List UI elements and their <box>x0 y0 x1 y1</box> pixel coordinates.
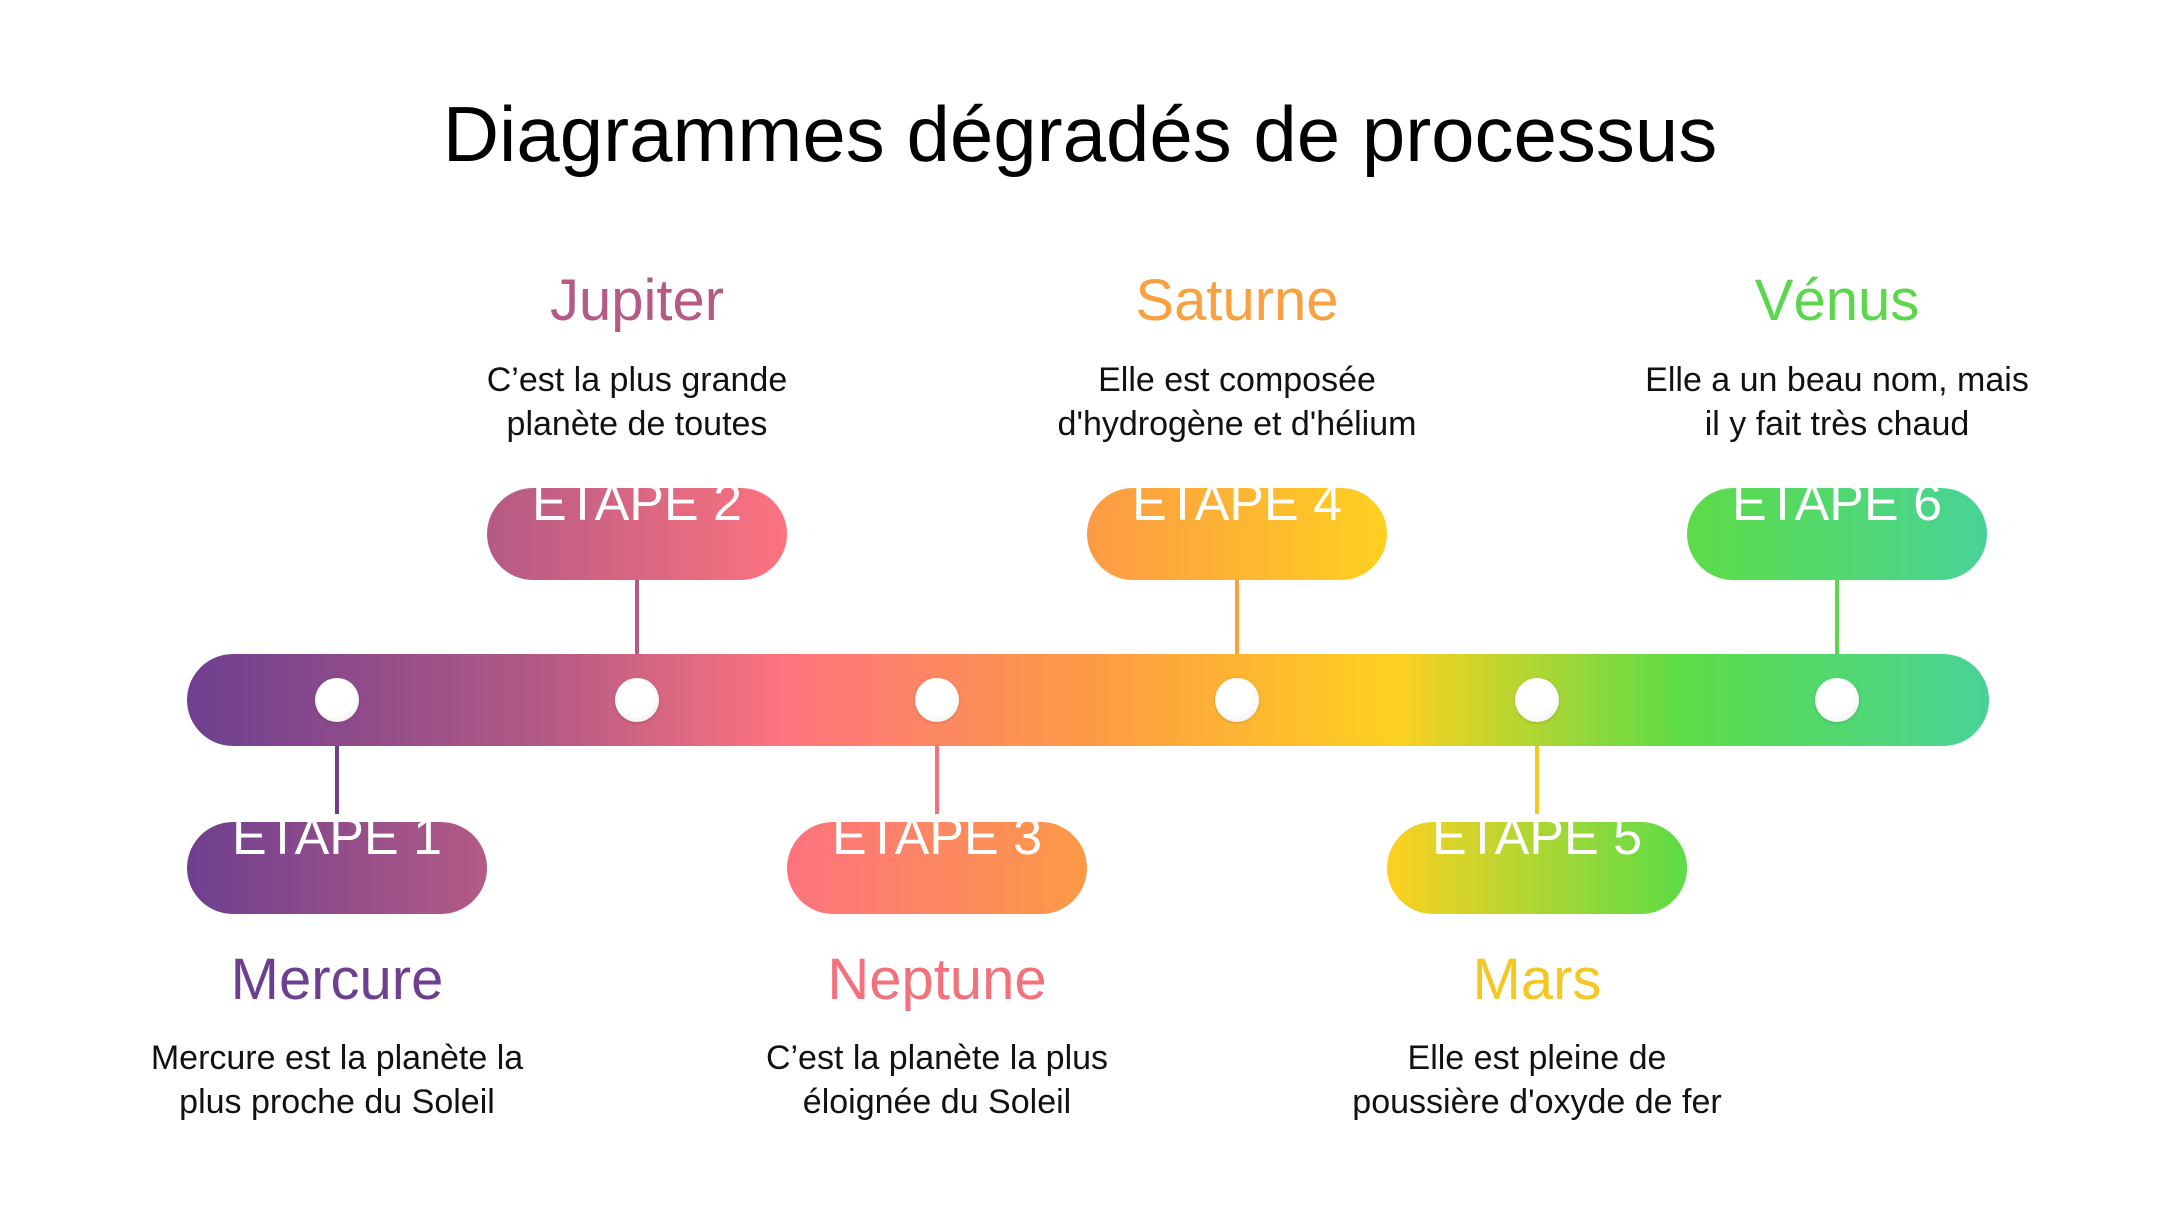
step-pill-2: ÉTAPE 2 <box>487 488 787 580</box>
step-pill-label: ÉTAPE 1 <box>231 822 442 866</box>
step-desc-line: il y fait très chaud <box>1704 405 1970 443</box>
step-desc-line: Mercure est la planète la <box>150 1039 524 1077</box>
connector-6 <box>1835 580 1839 654</box>
step-pill-5: ÉTAPE 5 <box>1387 822 1687 914</box>
step-pill-4: ÉTAPE 4 <box>1087 488 1387 580</box>
step-desc-line: C’est la plus grande <box>486 361 788 399</box>
timeline-track <box>187 654 1989 746</box>
connector-4 <box>1235 580 1239 654</box>
timeline-dot-5 <box>1515 678 1559 722</box>
step-pill-3: ÉTAPE 3 <box>787 822 1087 914</box>
step-desc-3: C’est la planète la plus éloignée du Sol… <box>657 1036 1217 1124</box>
step-desc-line: C’est la planète la plus <box>765 1039 1109 1077</box>
step-desc-line: plus proche du Soleil <box>179 1083 495 1121</box>
connector-5 <box>1535 746 1539 814</box>
step-title-6: Vénus <box>1754 268 1920 333</box>
step-desc-1: Mercure est la planète la plus proche du… <box>57 1036 617 1124</box>
step-title-2: Jupiter <box>549 268 725 333</box>
step-desc-line: éloignée du Soleil <box>802 1083 1072 1121</box>
step-desc-2: C’est la plus grande planète de toutes <box>357 358 917 446</box>
timeline-dot-1 <box>315 678 359 722</box>
step-title-3: Neptune <box>827 947 1047 1012</box>
step-desc-line: Elle est pleine de <box>1407 1039 1667 1077</box>
step-desc-4: Elle est composée d'hydrogène et d'héliu… <box>957 358 1517 446</box>
step-title-4: Saturne <box>1135 268 1339 333</box>
connector-3 <box>935 746 939 814</box>
step-pill-label: ÉTAPE 4 <box>1131 488 1342 532</box>
step-pill-label: ÉTAPE 3 <box>831 822 1042 866</box>
connector-2 <box>635 580 639 654</box>
step-desc-line: planète de toutes <box>506 405 768 443</box>
step-title-5: Mars <box>1472 947 1602 1012</box>
page-title: Diagrammes dégradés de processus <box>442 90 1718 178</box>
step-pill-label: ÉTAPE 5 <box>1431 822 1642 866</box>
timeline-dot-3 <box>915 678 959 722</box>
step-pill-label: ÉTAPE 6 <box>1731 488 1942 532</box>
step-desc-line: d'hydrogène et d'hélium <box>1057 405 1417 443</box>
step-desc-line: poussière d'oxyde de fer <box>1352 1083 1722 1121</box>
step-desc-5: Elle est pleine de poussière d'oxyde de … <box>1257 1036 1817 1124</box>
step-desc-line: Elle a un beau nom, mais <box>1645 361 2029 399</box>
step-pill-1: ÉTAPE 1 <box>187 822 487 914</box>
step-title-1: Mercure <box>230 947 444 1012</box>
timeline-dot-4 <box>1215 678 1259 722</box>
step-pill-label: ÉTAPE 2 <box>531 488 742 532</box>
step-desc-line: Elle est composée <box>1098 361 1376 399</box>
timeline-dot-2 <box>615 678 659 722</box>
connector-1 <box>335 746 339 814</box>
timeline-dot-6 <box>1815 678 1859 722</box>
step-pill-6: ÉTAPE 6 <box>1687 488 1987 580</box>
step-desc-6: Elle a un beau nom, mais il y fait très … <box>1557 358 2117 446</box>
